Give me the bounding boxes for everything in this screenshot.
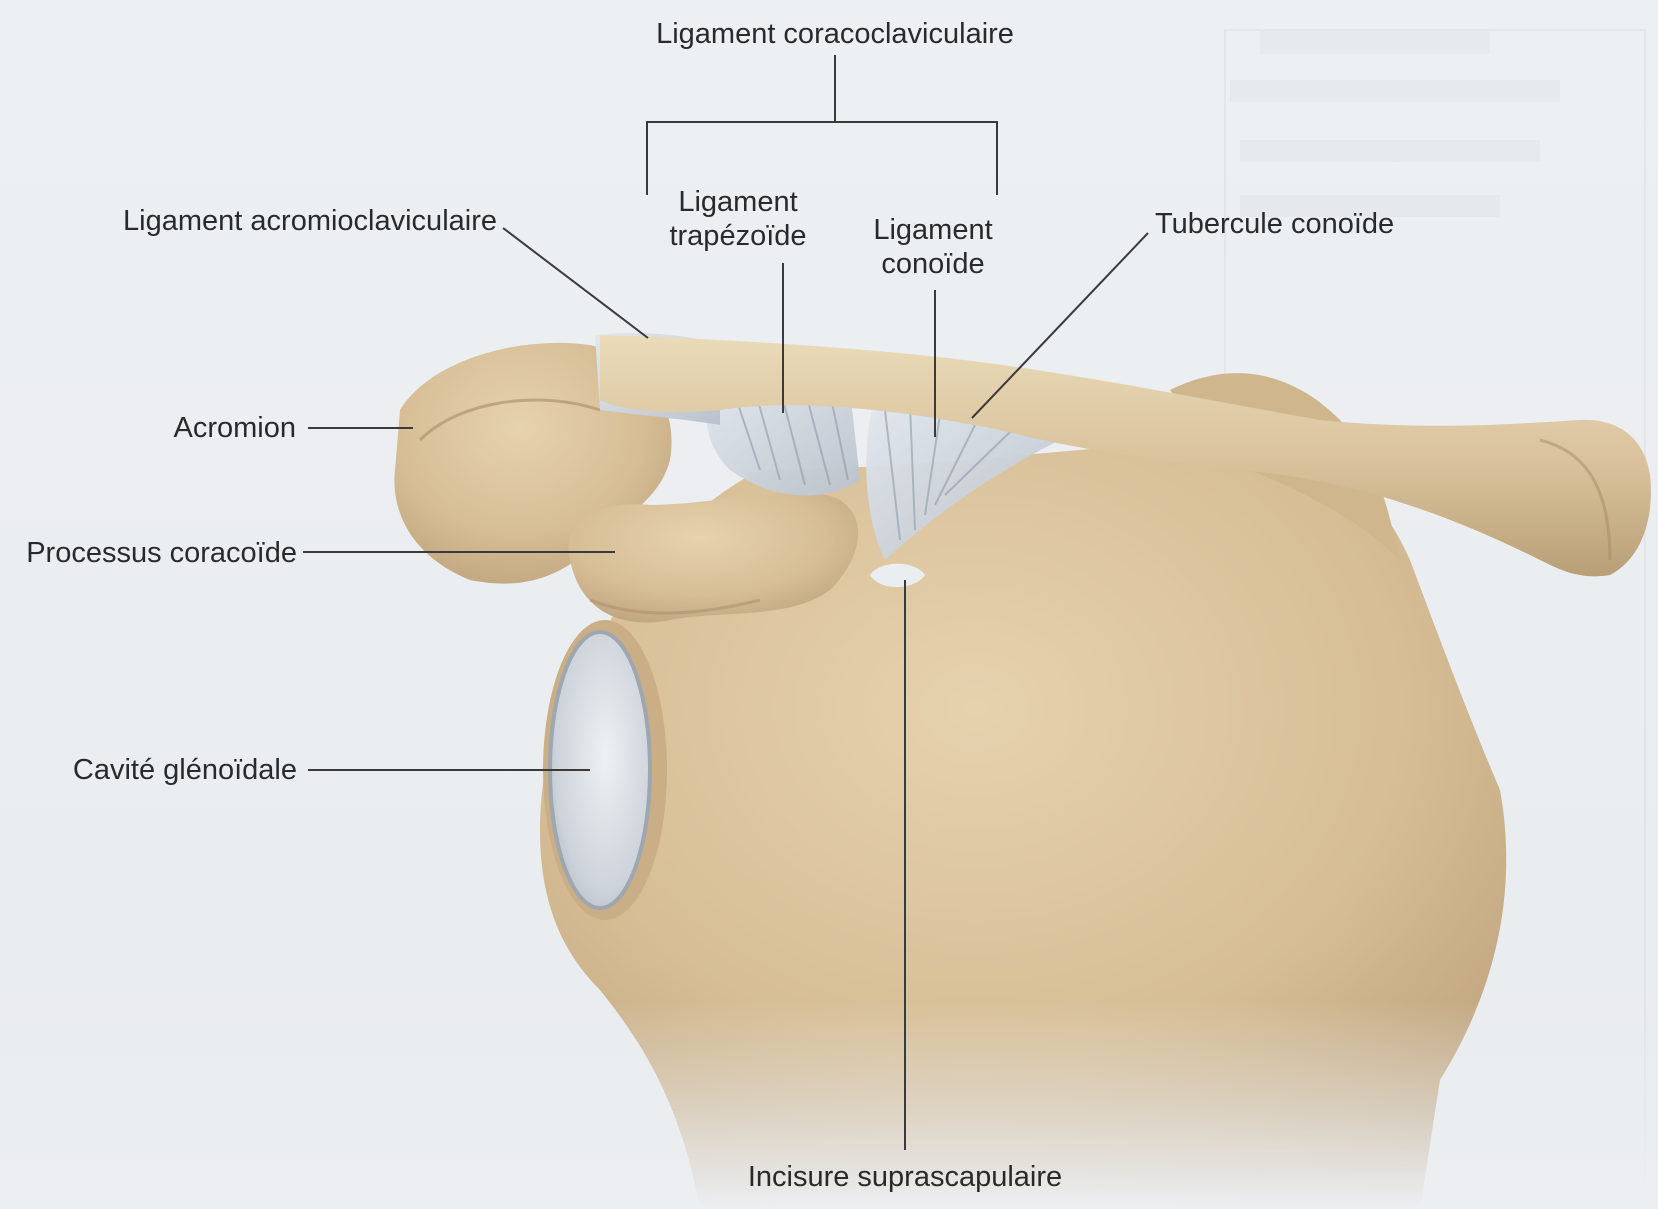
label-trapezoid-line1: Ligament [653, 185, 823, 219]
label-glenoid-cavity: Cavité glénoïdale [20, 753, 297, 787]
label-trapezoid-ligament: Ligament trapézoïde [653, 185, 823, 253]
label-coracoid-process: Processus coracoïde [0, 536, 297, 570]
label-coracoclavicular-ligament: Ligament coracoclaviculaire [645, 17, 1025, 51]
label-conoid-line1: Ligament [858, 213, 1008, 247]
label-acromion: Acromion [100, 411, 296, 445]
label-trapezoid-line2: trapézoïde [653, 219, 823, 253]
label-conoid-ligament: Ligament conoïde [858, 213, 1008, 281]
label-acromioclavicular-ligament: Ligament acromioclaviculaire [60, 204, 497, 238]
acromioclavicular-leader [503, 228, 648, 338]
label-conoid-line2: conoïde [858, 247, 1008, 281]
label-conoid-tubercle: Tubercule conoïde [1155, 207, 1394, 241]
label-suprascapular-notch: Incisure suprascapulaire [715, 1160, 1095, 1194]
